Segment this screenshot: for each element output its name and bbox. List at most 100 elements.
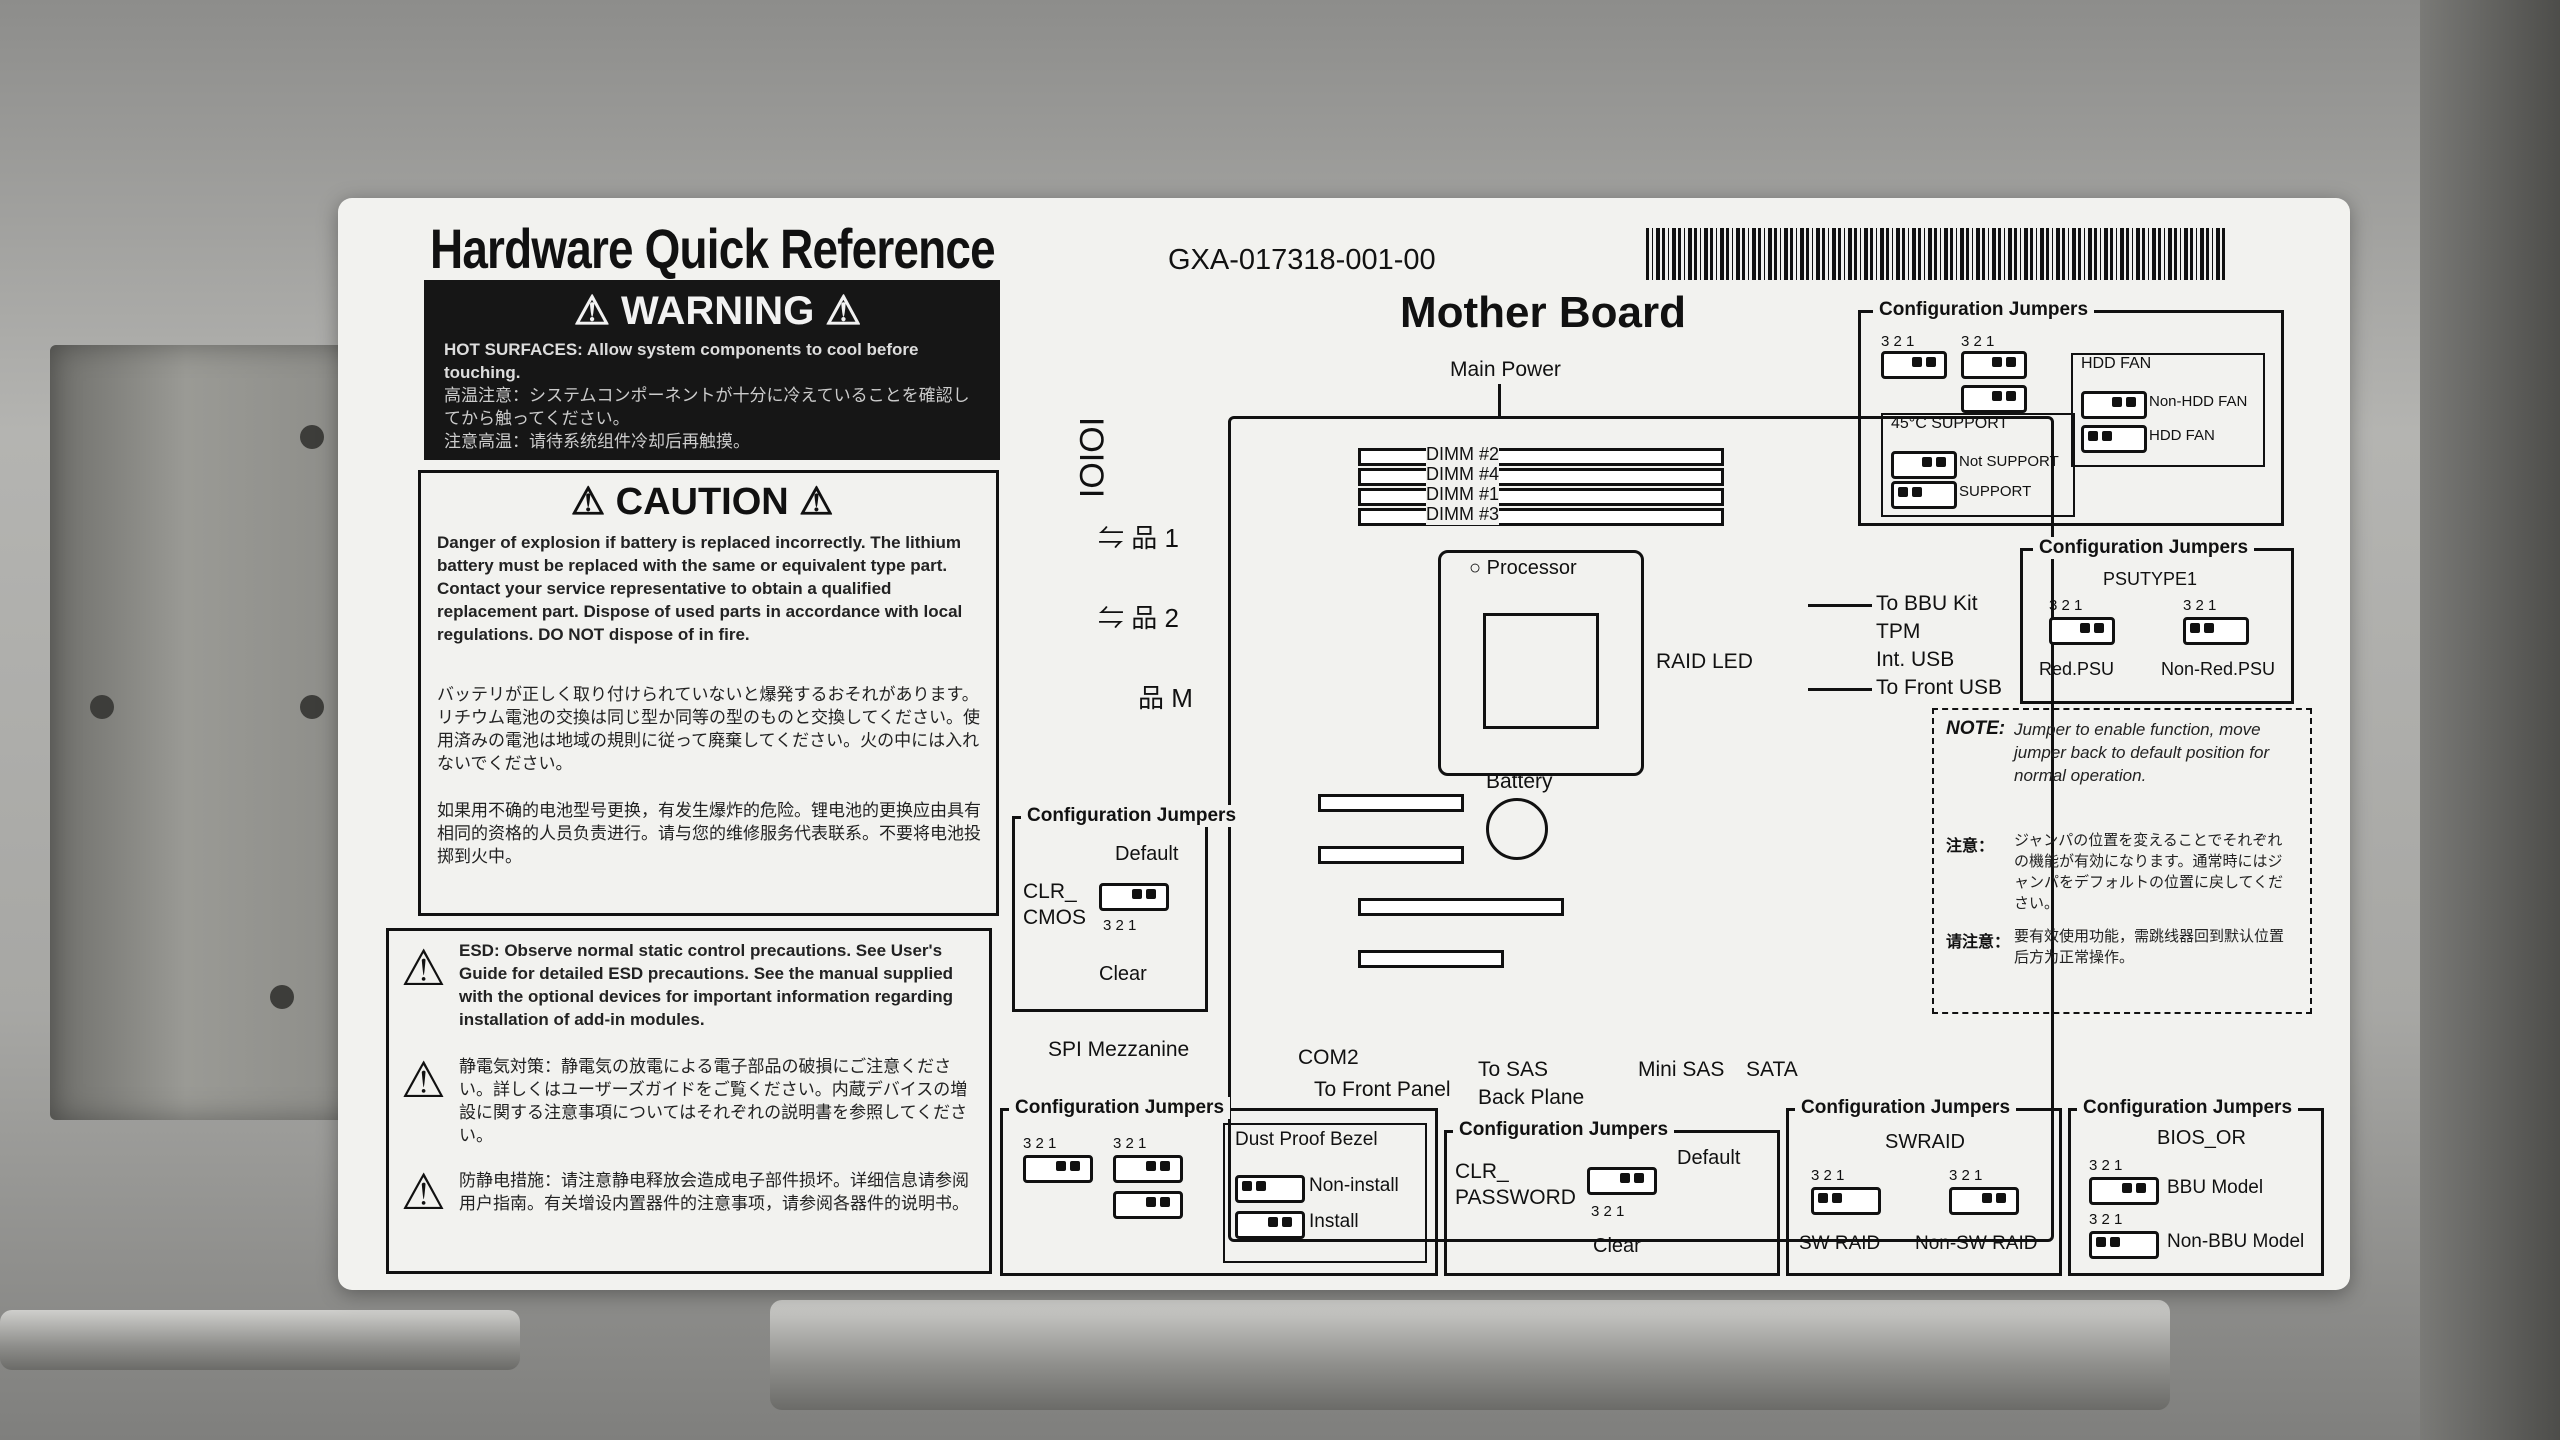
jumper[interactable] xyxy=(1235,1175,1305,1203)
support-45c-title: 45°C SUPPORT xyxy=(1891,415,2009,432)
main-power-label: Main Power xyxy=(1450,358,1561,381)
jumpers-cmos-box: Configuration Jumpers Default CLR_ CMOS … xyxy=(1012,805,1243,1012)
main-power-leader xyxy=(1498,384,1501,418)
warning-box: ⚠ WARNING ⚠ HOT SURFACES: Allow system c… xyxy=(424,280,1000,460)
jumper[interactable] xyxy=(2081,391,2147,419)
esd-text-en: ESD: Observe normal static control preca… xyxy=(459,941,954,1029)
non-install-label: Non-install xyxy=(1309,1175,1399,1196)
int-usb-label: Int. USB xyxy=(1876,648,1955,671)
jumpers-bios-box: Configuration Jumpers BIOS_OR 3 2 1 BBU … xyxy=(2068,1097,2324,1276)
install-label: Install xyxy=(1309,1211,1359,1232)
mgmt-lan-icon: 品 M xyxy=(1138,683,1193,713)
serial-port-icon: IOIOI xyxy=(1072,416,1111,499)
jumper[interactable] xyxy=(1811,1187,1881,1215)
barcode xyxy=(1646,228,2226,280)
warning-heading-text: WARNING xyxy=(620,289,815,333)
non-sw-raid-label: Non-SW RAID xyxy=(1915,1233,2038,1254)
jumpers-psu-caption: Configuration Jumpers xyxy=(2033,537,2255,559)
dimm-1-label: DIMM #1 xyxy=(1426,484,1500,505)
jumpers-password-caption: Configuration Jumpers xyxy=(1453,1119,1675,1141)
screw-hole xyxy=(90,695,114,719)
dimm-3-label: DIMM #3 xyxy=(1426,504,1500,525)
jumper[interactable] xyxy=(1113,1155,1183,1183)
support-label: SUPPORT xyxy=(1959,483,2032,500)
jumpers-bezel-caption: Configuration Jumpers xyxy=(1009,1097,1231,1119)
note-text-cn: 要有效使用功能，需跳线器回到默认位置后方为正常操作。 xyxy=(2014,928,2285,966)
jumper[interactable] xyxy=(1099,883,1169,911)
dust-proof-bezel-box: Dust Proof Bezel Non-install Install xyxy=(1223,1123,1427,1263)
processor-socket: ○ Processor xyxy=(1438,550,1644,776)
jumper[interactable] xyxy=(1881,351,1947,379)
jumper[interactable] xyxy=(1023,1155,1093,1183)
pin-numbers: 3 2 1 xyxy=(1961,333,1995,350)
jumpers-swraid-caption: Configuration Jumpers xyxy=(1795,1097,2017,1119)
to-front-usb-label: To Front USB xyxy=(1876,676,2003,699)
hdd-fan-title: HDD FAN xyxy=(2081,355,2152,372)
pci-slot xyxy=(1358,950,1504,968)
clr-password-label: CLR_ PASSWORD xyxy=(1455,1160,1576,1209)
jumper[interactable] xyxy=(1235,1211,1305,1239)
note-cn-label: 请注意： xyxy=(1946,934,2011,951)
pci-slot xyxy=(1358,898,1564,916)
non-hdd-fan-label: Non-HDD FAN xyxy=(2149,393,2248,410)
caution-text-jp: バッテリが正しく取り付けられていないと爆発するおそれがあります。リチウム電池の交… xyxy=(437,685,980,773)
jumper[interactable] xyxy=(2183,617,2249,645)
pin-numbers: 3 2 1 xyxy=(1811,1167,1845,1184)
jumper[interactable] xyxy=(2081,425,2147,453)
jumper[interactable] xyxy=(2089,1177,2159,1205)
sw-raid-label: SW RAID xyxy=(1799,1233,1881,1254)
note-box: NOTE: Jumper to enable function, move ju… xyxy=(1932,708,2312,1014)
chassis-edge xyxy=(2420,0,2560,1440)
jumper[interactable] xyxy=(1961,385,2027,413)
jumper[interactable] xyxy=(1891,451,1957,479)
jumpers-swraid-box: Configuration Jumpers SWRAID 3 2 1 SW RA… xyxy=(1786,1097,2062,1276)
bbu-leader xyxy=(1808,604,1872,607)
screw-hole xyxy=(300,695,324,719)
jumper[interactable] xyxy=(1961,351,2027,379)
support-45c-box: 45°C SUPPORT Not SUPPORT SUPPORT xyxy=(1881,413,2075,517)
password-default-label: Default xyxy=(1677,1147,1741,1169)
pin-numbers: 3 2 1 xyxy=(1023,1135,1057,1152)
jumpers-cmos-caption: Configuration Jumpers xyxy=(1021,805,1243,827)
note-heading: NOTE: xyxy=(1946,718,2006,739)
mgmt-lan-label: M xyxy=(1171,683,1193,713)
pin-numbers: 3 2 1 xyxy=(1113,1135,1147,1152)
chassis-rail-left xyxy=(0,1310,520,1370)
esd-warning-icon-jp: ⚠ xyxy=(401,1052,446,1108)
dimm-slot xyxy=(1358,448,1724,466)
pci-slot xyxy=(1318,794,1464,812)
esd-text-jp: 静電気対策：静電気の放電による電子部品の破損にご注意ください。詳しくはユーザーズ… xyxy=(459,1057,968,1145)
jumper[interactable] xyxy=(1113,1191,1183,1219)
bios-or-label: BIOS_OR xyxy=(2157,1127,2246,1149)
jumper[interactable] xyxy=(2089,1231,2159,1259)
chassis-handle[interactable] xyxy=(770,1300,2170,1410)
spi-mezzanine-label: SPI Mezzanine xyxy=(1048,1038,1190,1061)
pin-numbers: 3 2 1 xyxy=(1949,1167,1983,1184)
jumper[interactable] xyxy=(1949,1187,2019,1215)
warning-text-cn: 注意高温：请待系统组件冷却后再触摸。 xyxy=(444,432,750,451)
motherboard-outline xyxy=(1228,416,2054,1242)
jumper[interactable] xyxy=(2049,617,2115,645)
processor-label-text: Processor xyxy=(1486,557,1577,579)
note-jp-label: 注意： xyxy=(1946,838,1995,855)
caution-heading-text: CAUTION xyxy=(615,481,789,523)
dimm-slot xyxy=(1358,508,1724,526)
screw-hole xyxy=(270,985,294,1009)
pin-numbers: 3 2 1 xyxy=(2089,1157,2123,1174)
red-psu-label: Red.PSU xyxy=(2039,659,2115,679)
esd-text-cn: 防静电措施：请注意静电释放会造成电子部件损坏。详细信息请参阅用户指南。有关增设内… xyxy=(459,1171,969,1213)
battery-label: Battery xyxy=(1486,770,1553,793)
warning-text-en: HOT SURFACES: Allow system components to… xyxy=(444,340,919,382)
usb-lan-1-icon: ⇋ 品 1 xyxy=(1098,523,1179,553)
warning-text-jp: 高温注意：システムコンポーネントが十分に冷えていることを確認してから触ってくださ… xyxy=(444,386,970,428)
jumper[interactable] xyxy=(1587,1167,1657,1195)
com2-label: COM2 xyxy=(1298,1046,1359,1069)
pci-slot xyxy=(1318,846,1464,864)
jumpers-top-box: Configuration Jumpers 3 2 1 3 2 1 HDD FA… xyxy=(1858,299,2284,526)
raid-led-label: RAID LED xyxy=(1656,650,1753,673)
sata-label: SATA xyxy=(1746,1058,1798,1081)
cmos-default-label: Default xyxy=(1115,843,1179,865)
jumpers-bezel-box: Configuration Jumpers 3 2 1 3 2 1 Dust P… xyxy=(1000,1097,1438,1276)
pin-numbers: 3 2 1 xyxy=(1591,1203,1625,1220)
jumper[interactable] xyxy=(1891,481,1957,509)
